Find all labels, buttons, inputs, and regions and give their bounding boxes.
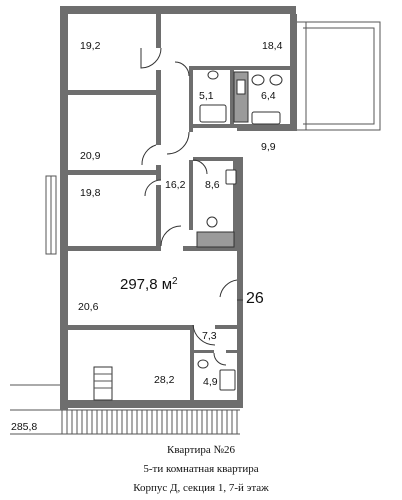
fixtures <box>93 70 283 401</box>
room-area-20-6: 20,6 <box>78 301 99 313</box>
room-area-5-1: 5,1 <box>199 90 214 102</box>
room-area-18-4: 18,4 <box>262 40 283 52</box>
room-area-20-9: 20,9 <box>80 150 101 162</box>
doors <box>140 47 238 366</box>
interior-walls <box>68 14 290 400</box>
room-area-6-4: 6,4 <box>261 90 276 102</box>
room-area-8-6: 8,6 <box>205 179 220 191</box>
caption-rooms: 5-ти комнатная квартира <box>143 463 259 475</box>
room-labels: 19,2 18,4 5,1 6,4 9,9 20,9 16,2 8,6 19,8… <box>11 40 283 433</box>
terrace-outline <box>297 21 381 131</box>
room-area-9-9: 9,9 <box>261 141 276 153</box>
left-window-bay <box>45 175 57 255</box>
bottom-balcony <box>10 384 240 435</box>
caption-building: Корпус Д, секция 1, 7-й этаж <box>133 482 269 494</box>
room-area-16-2: 16,2 <box>165 179 186 191</box>
room-area-19-2: 19,2 <box>80 40 101 52</box>
terrace-area: 285,8 <box>11 421 37 433</box>
room-area-7-3: 7,3 <box>202 330 217 342</box>
room-area-19-8: 19,8 <box>80 187 101 199</box>
caption-apartment: Квартира №26 <box>167 444 235 456</box>
room-area-28-2: 28,2 <box>154 374 175 386</box>
room-area-4-9: 4,9 <box>203 376 218 388</box>
total-area: 297,8 м2 <box>120 276 178 293</box>
apartment-number: 26 <box>246 290 264 307</box>
